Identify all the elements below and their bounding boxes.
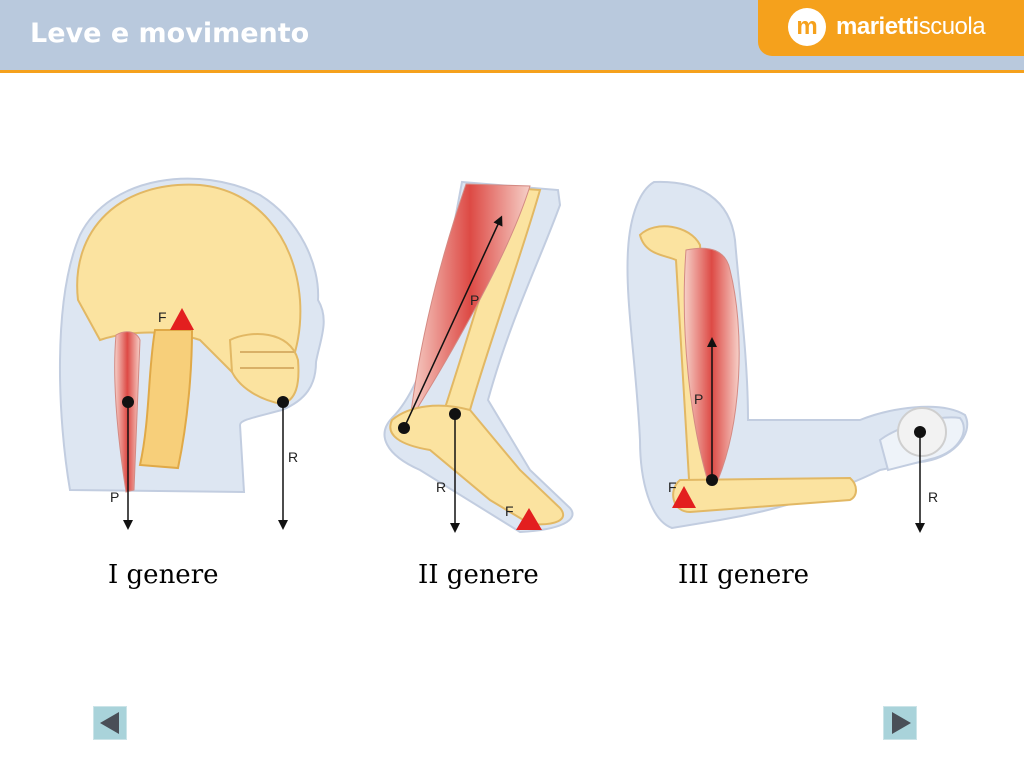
brand-name: mariettiscuola (836, 13, 986, 41)
foot-bones (389, 404, 565, 526)
fulcrum-1-label: F (158, 309, 167, 325)
next-slide-button[interactable] (883, 706, 917, 740)
lever-third-class-illustration: P F R (626, 180, 969, 533)
caption-first-class: I genere (108, 560, 219, 590)
teeth (240, 351, 294, 369)
caption-second-class: II genere (418, 560, 539, 590)
fulcrum-1-triangle (170, 308, 194, 330)
power-1-label: P (110, 489, 119, 505)
fulcrum-2-triangle (516, 508, 542, 530)
resistance-2-label: R (436, 479, 446, 495)
resistance-3-point (914, 426, 926, 438)
brand-name-light: scuola (918, 13, 986, 40)
power-1-point (122, 396, 134, 408)
power-2-arrow (403, 215, 503, 429)
resistance-3-label: R (928, 489, 938, 505)
arrow-left-icon (100, 712, 119, 734)
arrow-right-icon (892, 712, 911, 734)
power-2-point (398, 422, 410, 434)
power-3-label: P (694, 391, 703, 407)
cervical-spine (138, 329, 194, 470)
page-title: Leve e movimento (30, 18, 310, 49)
fulcrum-3-label: F (668, 479, 677, 495)
power-3-point (706, 474, 718, 486)
power-2-label: P (470, 292, 479, 308)
resistance-1-label: R (288, 449, 298, 465)
brand-tab: m mariettiscuola (758, 0, 1024, 56)
previous-slide-button[interactable] (93, 706, 127, 740)
resistance-2-point (449, 408, 461, 420)
brand-name-bold: marietti (836, 13, 919, 40)
fulcrum-3-triangle (672, 486, 696, 508)
lever-second-class-illustration: P R F (383, 180, 574, 534)
lever-first-class-illustration: F P R (58, 177, 325, 530)
forearm-bones (672, 476, 857, 514)
marietti-logo-icon: m (788, 8, 826, 46)
header-bar: Leve e movimento m mariettiscuola (0, 0, 1024, 73)
fulcrum-2-label: F (505, 503, 514, 519)
resistance-1-point (277, 396, 289, 408)
caption-third-class: III genere (678, 560, 810, 590)
